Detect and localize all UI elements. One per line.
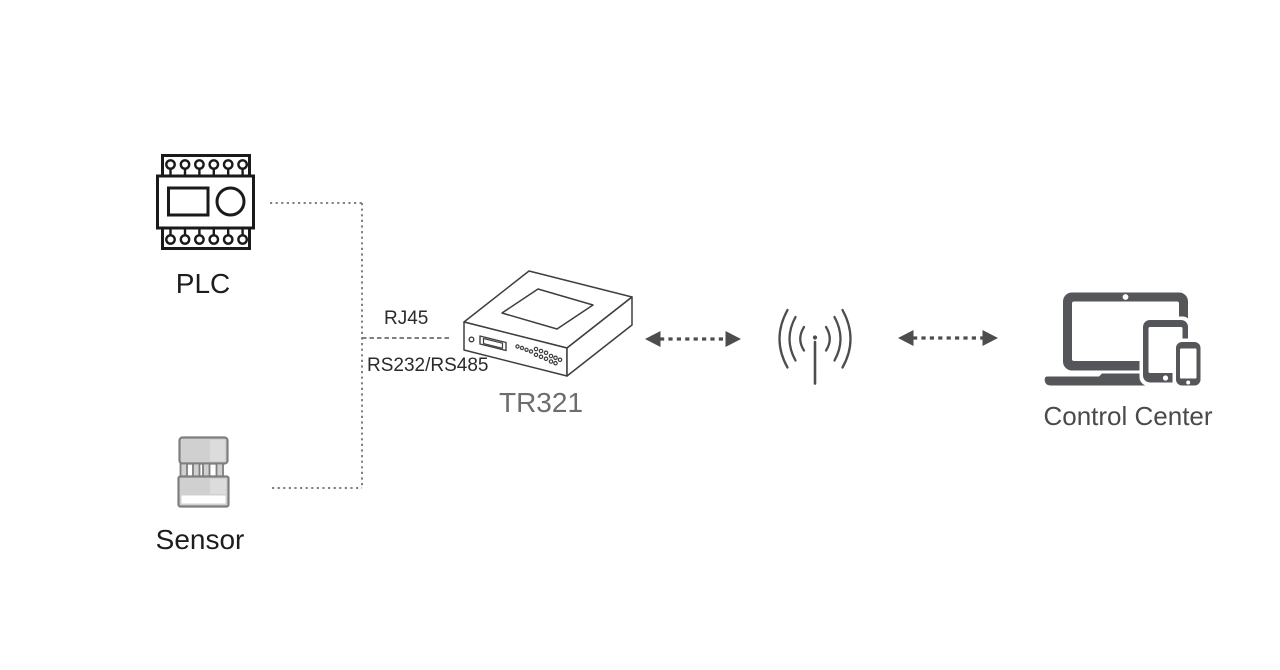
plc-label: PLC <box>175 268 231 299</box>
double-headed-dashed-arrow-icon <box>898 330 998 346</box>
double-headed-dashed-arrow-icon <box>645 331 741 347</box>
sensor-device-icon <box>177 436 230 508</box>
gateway-label: TR321 <box>498 387 584 418</box>
laptop-tablet-phone-icon <box>1044 292 1204 389</box>
sensor-label: Sensor <box>155 524 245 555</box>
gateway-led-dots <box>515 344 563 366</box>
plc-terminal-block-icon <box>156 154 255 250</box>
serial-port-label: RS232/RS485 <box>367 355 489 376</box>
wireless-antenna-icon <box>778 308 852 385</box>
rj45-port-label: RJ45 <box>384 308 429 329</box>
phone-icon <box>1172 338 1204 389</box>
industrial-gateway-box-icon <box>463 270 633 377</box>
dotted-connector-line <box>270 202 450 489</box>
control-center-label: Control Center <box>1043 401 1213 431</box>
